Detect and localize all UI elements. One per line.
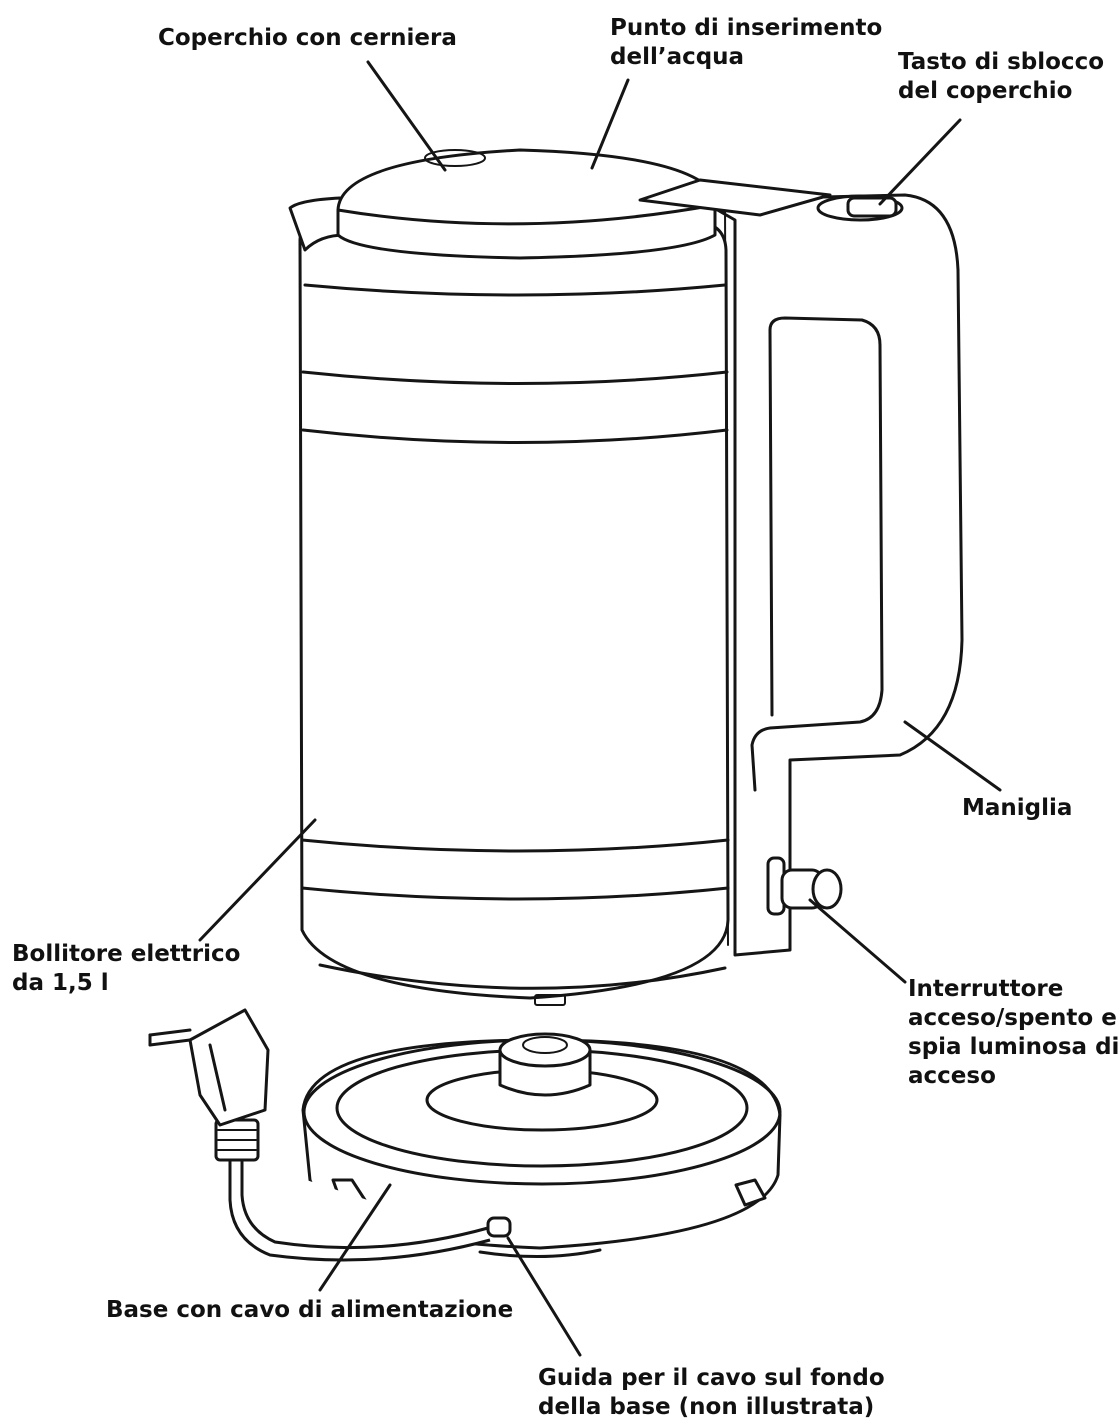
leader-lid-release [878, 118, 962, 206]
base-shape [301, 1032, 782, 1259]
label-hinged-lid: Coperchio con cerniera [158, 25, 457, 51]
label-switch: Interruttore acceso/spento e spia lumino… [908, 976, 1118, 1089]
lid-release-button-shape [816, 194, 904, 222]
leader-water-fill [590, 78, 630, 170]
label-base: Base con cavo di alimentazione [106, 1297, 514, 1323]
label-cord-guide: Guida per il cavo sul fondo della base (… [538, 1365, 885, 1420]
label-kettle: Bollitore elettrico da 1,5 l [12, 941, 241, 996]
cord-shape [214, 1118, 491, 1262]
leader-base [318, 1183, 392, 1292]
kettle-body-shape [298, 220, 730, 1006]
leader-kettle [198, 818, 317, 942]
label-lid-release: Tasto di sblocco del coperchio [898, 49, 1105, 104]
handle-shape [698, 193, 964, 957]
leader-handle [903, 720, 1002, 792]
leader-cord-guide [506, 1236, 582, 1357]
leader-switch [808, 898, 907, 984]
plug-shape [148, 1008, 270, 1127]
leader-hinged-lid [366, 60, 447, 172]
switch-shape [766, 856, 843, 916]
label-water-fill: Punto di inserimento dell’acqua [610, 15, 883, 70]
lid-shape [336, 148, 832, 260]
label-handle: Maniglia [962, 795, 1073, 821]
